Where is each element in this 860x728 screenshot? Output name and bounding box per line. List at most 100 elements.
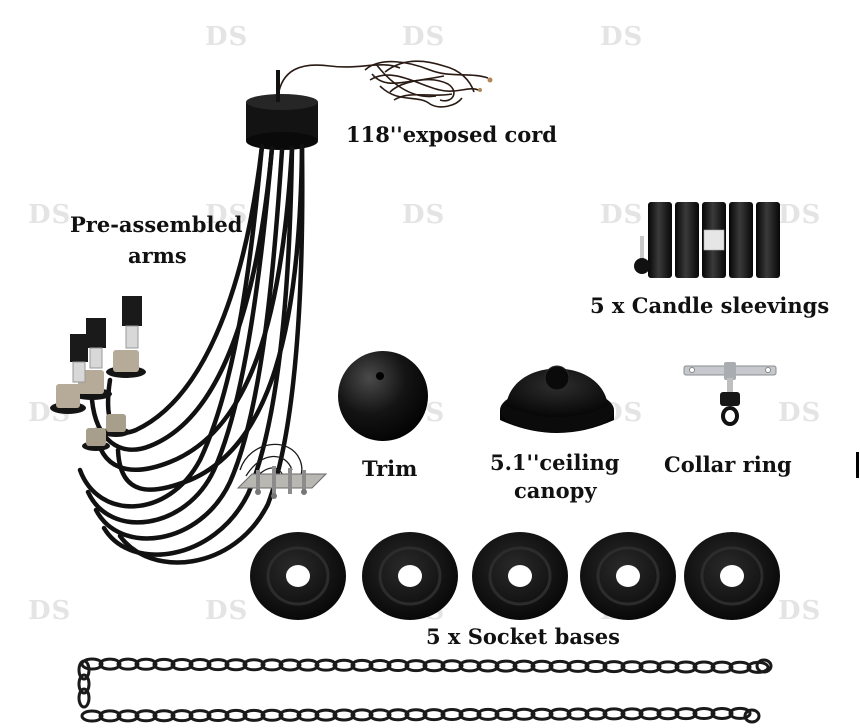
watermark: DS (600, 22, 644, 52)
ceiling-canopy-label-line1: 5.1''ceiling (490, 450, 620, 475)
chain-link (278, 708, 302, 722)
chain-link (620, 707, 644, 721)
watermark: DS (28, 596, 72, 626)
chain-link (296, 708, 320, 722)
chain-link (368, 708, 392, 722)
watermark: DS (402, 22, 446, 52)
chain-link (422, 659, 446, 673)
chain-link (134, 709, 158, 723)
watermark: DS (205, 22, 249, 52)
chain-link (458, 659, 482, 673)
chain-link (692, 707, 716, 721)
chain-link (188, 658, 212, 672)
chain-link (674, 660, 698, 674)
chain-link (656, 707, 680, 721)
candle-sleevings-image (634, 202, 780, 278)
exposed-cord-label: 118''exposed cord (346, 122, 557, 147)
chain-link (242, 658, 266, 672)
chain-link (314, 658, 338, 672)
chain-link (458, 707, 482, 721)
chain-link (422, 708, 446, 722)
chain-link (152, 709, 176, 723)
chain-link (77, 659, 91, 681)
chain-link (242, 708, 266, 722)
chain-link (170, 709, 194, 723)
chain-link (566, 707, 590, 721)
chain-link (440, 659, 464, 673)
candle-sleevings-label: 5 x Candle sleevings (590, 293, 830, 318)
chain-link (80, 657, 104, 671)
chain-link (494, 659, 518, 673)
hanging-chain-image (77, 657, 773, 724)
chain-link (80, 709, 104, 723)
watermark: DS (28, 200, 72, 230)
watermark: DS (205, 596, 249, 626)
chain-link (620, 660, 644, 674)
chain-link (296, 658, 320, 672)
watermark: DS (402, 200, 446, 230)
chain-link (656, 660, 680, 674)
chain-link (548, 707, 572, 721)
chain-link (314, 708, 338, 722)
ceiling-canopy-image (500, 365, 614, 433)
chain-link (386, 659, 410, 673)
chain-link (260, 708, 284, 722)
chain-link (674, 707, 698, 721)
chain-link (206, 658, 230, 672)
arm-sockets (50, 296, 146, 451)
chain-link (332, 658, 356, 672)
chain-link (743, 708, 761, 724)
chain-link (530, 707, 554, 721)
socket-base (580, 532, 676, 620)
pre-assembled-arms-label-line2: arms (128, 243, 187, 268)
ceiling-canopy-label-line2: canopy (514, 478, 597, 503)
chain-link (77, 687, 91, 709)
chain-link (602, 660, 626, 674)
chain-link (368, 658, 392, 672)
edge-mark (856, 452, 859, 478)
pre-assembled-arms-label-line1: Pre-assembled (70, 212, 243, 237)
chain-link (386, 708, 410, 722)
trim-label: Trim (362, 456, 418, 481)
chain-link (260, 658, 284, 672)
chain-link (548, 659, 572, 673)
chain-link (728, 660, 752, 674)
chain-link (116, 709, 140, 723)
watermark: DS (600, 200, 644, 230)
watermark: DS (778, 200, 822, 230)
collar-ring-image (683, 362, 777, 426)
chain-link (584, 707, 608, 721)
chain-link (116, 657, 140, 671)
chain-link (638, 707, 662, 721)
chain-link (332, 708, 356, 722)
chain-link (224, 708, 248, 722)
chain-link (710, 706, 734, 720)
trim-image (338, 351, 428, 441)
chain-link (404, 659, 428, 673)
chain-link (638, 660, 662, 674)
chain-link (440, 708, 464, 722)
chain-link (152, 657, 176, 671)
chain-link (134, 657, 158, 671)
socket-base (472, 532, 568, 620)
chain-link (755, 658, 773, 674)
chain-link (566, 659, 590, 673)
socket-base (684, 532, 780, 620)
chain-link (404, 708, 428, 722)
chain-link (206, 708, 230, 722)
chain-link (602, 707, 626, 721)
chain-link (350, 708, 374, 722)
chain-link (278, 658, 302, 672)
socket-bases-image (250, 532, 780, 620)
chain-link (584, 660, 608, 674)
chain-link (98, 709, 122, 723)
socket-bases-label: 5 x Socket bases (426, 624, 620, 649)
chain-link (494, 707, 518, 721)
chain-link (350, 658, 374, 672)
chain-link (98, 657, 122, 671)
chain-link (710, 660, 734, 674)
chain-link (476, 707, 500, 721)
socket-base (362, 532, 458, 620)
